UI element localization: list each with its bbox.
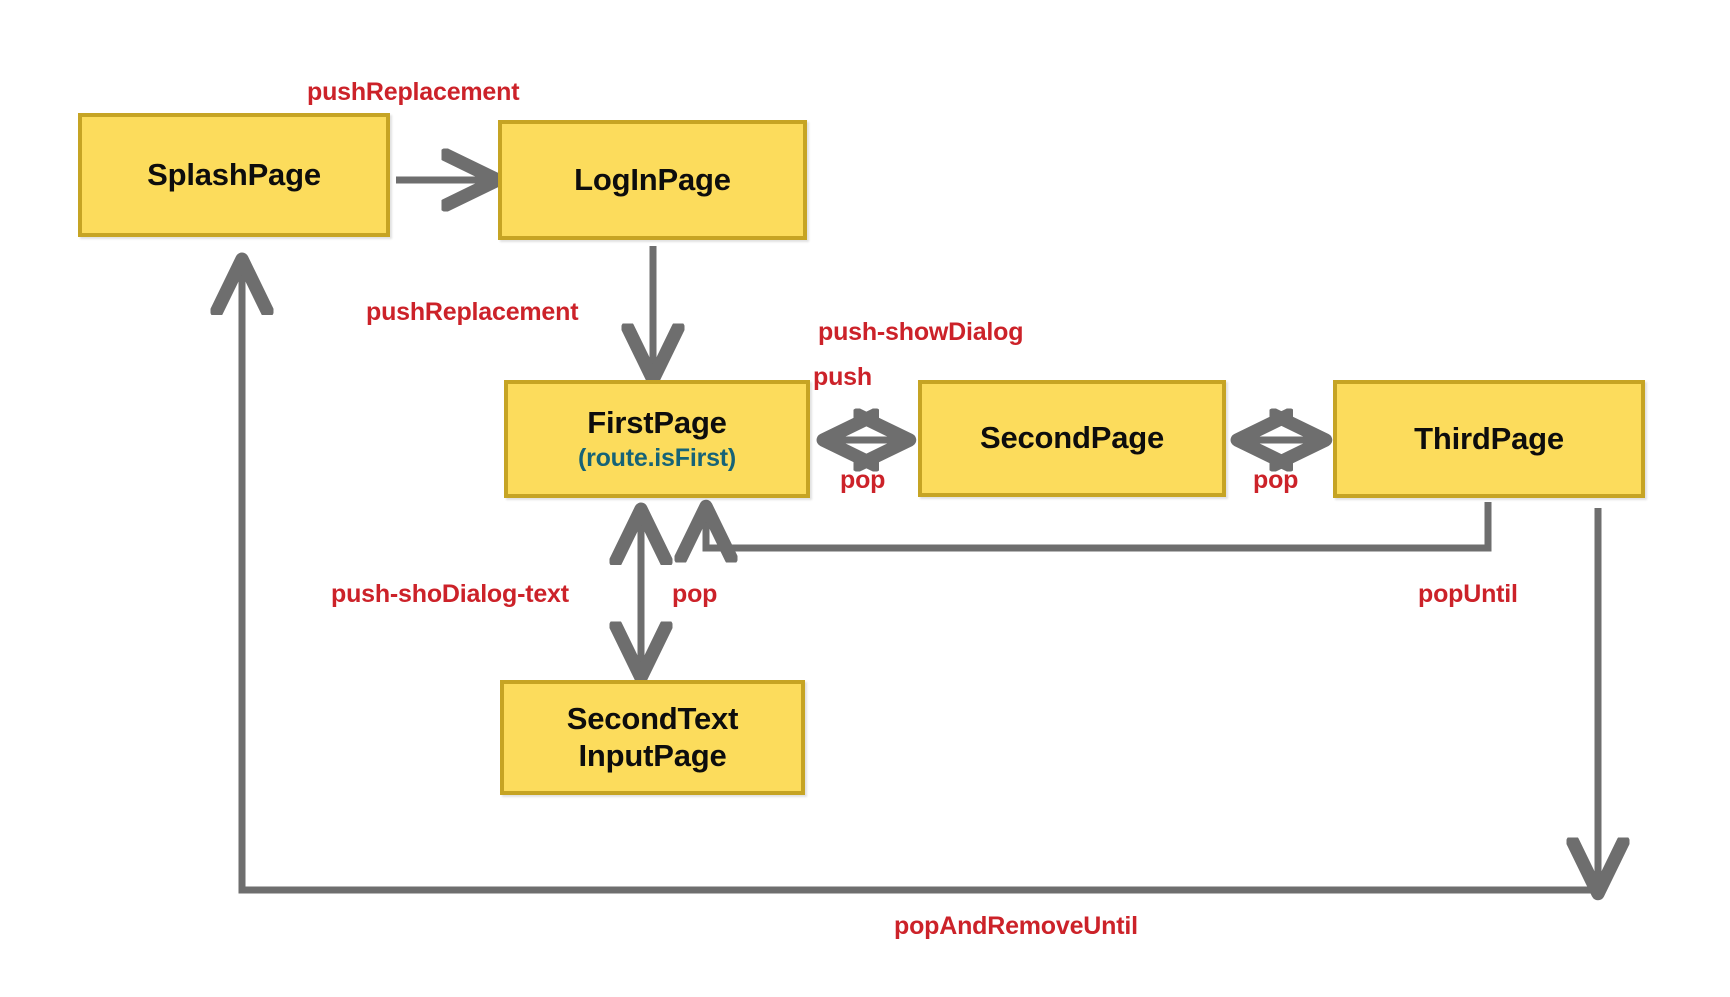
edge-label-pop-second-third: pop	[1253, 466, 1299, 494]
edge-label-pushreplacement-splash-login: pushReplacement	[307, 78, 520, 106]
node-splash-page-title: SplashPage	[147, 156, 321, 192]
node-second-page-title: SecondPage	[979, 420, 1165, 456]
edge-label-popandremoveuntil: popAndRemoveUntil	[894, 912, 1138, 940]
node-second-page[interactable]: SecondPage	[918, 380, 1226, 497]
node-splash-page[interactable]: SplashPage	[78, 113, 390, 237]
node-third-page-title: ThirdPage	[1414, 420, 1564, 456]
edge-label-popuntil: popUntil	[1418, 580, 1518, 608]
edge-popandremoveuntil	[242, 262, 1602, 894]
node-secondtext-input-page[interactable]: SecondText InputPage	[500, 680, 805, 795]
node-first-page-title: FirstPage	[587, 404, 727, 440]
node-secondtext-input-page-line1: SecondText	[566, 700, 739, 736]
edge-label-push-showdialog: push-showDialog	[818, 318, 1024, 346]
node-login-page[interactable]: LogInPage	[498, 120, 807, 240]
node-login-page-title: LogInPage	[574, 161, 731, 197]
edge-label-push: push	[813, 363, 872, 391]
edge-popuntil	[706, 502, 1492, 548]
edge-label-pop-first-second: pop	[840, 466, 886, 494]
node-secondtext-input-page-line2: InputPage	[578, 737, 727, 773]
edge-label-push-shodialog-text: push-shoDialog-text	[331, 580, 569, 608]
node-first-page-subtitle: (route.isFirst)	[577, 443, 737, 472]
edge-label-pushreplacement-login-first: pushReplacement	[366, 298, 579, 326]
node-third-page[interactable]: ThirdPage	[1333, 380, 1645, 498]
edge-label-pop-first-secondtext: pop	[672, 580, 718, 608]
node-first-page[interactable]: FirstPage (route.isFirst)	[504, 380, 810, 498]
